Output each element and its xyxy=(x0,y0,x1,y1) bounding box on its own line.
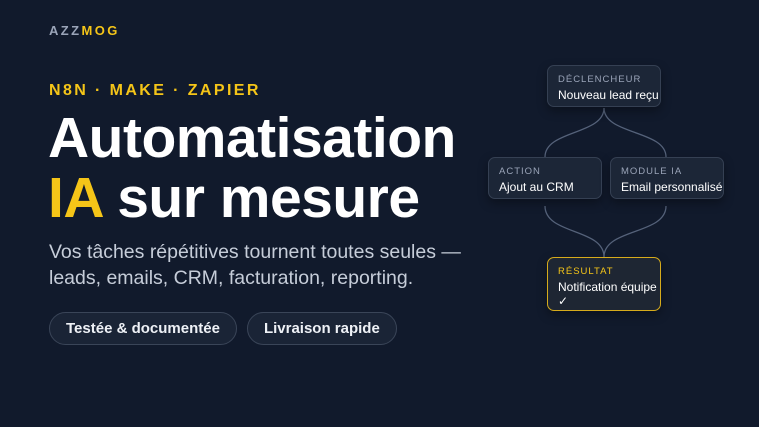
checkmark-icon: ✓ xyxy=(558,294,569,308)
node-result-value: Notification équipe xyxy=(558,280,657,294)
node-action[interactable]: ACTION Ajout au CRM xyxy=(488,157,602,199)
connector-action-result xyxy=(544,205,605,258)
brand-logo-part2: MOG xyxy=(81,23,120,38)
connector-module-result xyxy=(603,205,667,258)
platforms-eyebrow: N8N · MAKE · ZAPIER xyxy=(49,82,261,99)
page-title: Automatisation IA sur mesure xyxy=(48,108,456,228)
node-ai-module-kicker: MODULE IA xyxy=(621,166,683,177)
node-result[interactable]: RÉSULTAT Notification équipe ✓ xyxy=(547,257,661,311)
node-action-value: Ajout au CRM xyxy=(499,180,574,194)
node-trigger-kicker: DÉCLENCHEUR xyxy=(558,74,642,85)
chip-tested: Testée & documentée xyxy=(49,312,237,345)
chip-fast-delivery: Livraison rapide xyxy=(246,312,397,345)
connector-trigger-module xyxy=(603,107,667,158)
node-action-kicker: ACTION xyxy=(499,166,541,177)
connector-trigger-action xyxy=(544,107,605,158)
title-line-1: Automatisation xyxy=(48,106,456,170)
node-trigger[interactable]: DÉCLENCHEUR Nouveau lead reçu xyxy=(547,65,661,107)
title-accent: IA xyxy=(48,166,102,230)
page-subtitle: Vos tâches répétitives tournent toutes s… xyxy=(49,241,461,289)
title-rest: sur mesure xyxy=(101,166,420,230)
node-ai-module-value: Email personnalisé xyxy=(621,180,723,194)
brand-logo[interactable]: AZZMOG xyxy=(49,24,120,38)
node-result-kicker: RÉSULTAT xyxy=(558,266,614,277)
node-ai-module[interactable]: MODULE IA Email personnalisé xyxy=(610,157,724,199)
node-trigger-value: Nouveau lead reçu xyxy=(558,88,659,102)
brand-logo-part1: AZZ xyxy=(49,23,82,38)
feature-chips: Testée & documentée Livraison rapide xyxy=(49,312,397,345)
